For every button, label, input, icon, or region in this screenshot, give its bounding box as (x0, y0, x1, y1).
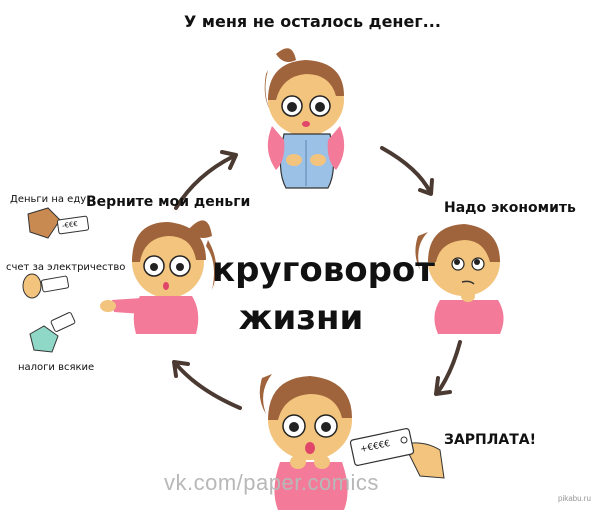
girl-top-sad (264, 48, 345, 189)
girl-right-thinking (415, 224, 504, 334)
bill-label-food: Деньги на еду (10, 194, 87, 205)
cycle-arrows (172, 146, 462, 410)
girl-bottom-excited (259, 374, 352, 510)
arrow-bottom-right (436, 340, 462, 394)
caption-bottom: ЗАРПЛАТА! (444, 432, 536, 448)
bill-food (27, 207, 90, 239)
arrow-top-right (380, 146, 432, 194)
arrow-top-left (174, 154, 236, 210)
caption-top: У меня не осталось денег... (184, 12, 441, 31)
center-title-line2: жизни (238, 298, 364, 338)
girl-left-reaching (100, 220, 217, 334)
bill-electricity (22, 273, 70, 299)
bill-taxes (29, 312, 76, 353)
site-mark: pikabu.ru (558, 494, 591, 503)
bill-label-electricity: счет за электричество (6, 262, 126, 273)
center-title: круговорот жизни (212, 246, 435, 342)
center-title-line1: круговорот (212, 250, 435, 290)
salary-ticket (349, 428, 445, 479)
watermark: vk.com/paper.comics (164, 470, 379, 495)
arrow-bottom-left (174, 362, 242, 410)
caption-left: Верните мои деньги (86, 194, 251, 210)
bill-label-taxes: налоги всякие (18, 362, 95, 373)
caption-right: Надо экономить (444, 200, 576, 216)
